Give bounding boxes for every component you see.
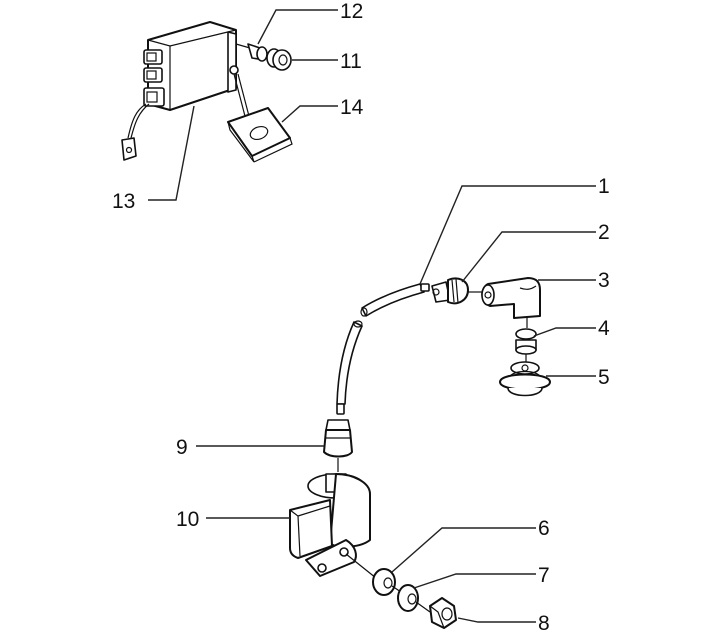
- part-spacer: [235, 43, 268, 62]
- callout-11: 11: [340, 50, 362, 73]
- part-cable-connector: [431, 277, 482, 305]
- leader-4: [533, 327, 596, 337]
- callout-7: 7: [538, 564, 550, 587]
- part-spark-plug-cap: [481, 277, 541, 328]
- part-spring-washer: [397, 584, 431, 613]
- part-coil-terminal-cap: [323, 419, 353, 472]
- callout-6: 6: [538, 517, 550, 540]
- callout-13: 13: [112, 190, 135, 213]
- callout-1: 1: [598, 175, 610, 198]
- leader-12: [257, 9, 338, 45]
- leader-lines: [148, 9, 596, 623]
- part-ignition-coil: [289, 473, 377, 579]
- leader-13: [148, 105, 195, 201]
- part-nut: [429, 597, 457, 629]
- leader-6: [391, 527, 536, 573]
- callout-8: 8: [538, 612, 550, 635]
- part-high-tension-cable: [336, 283, 430, 415]
- callout-9: 9: [176, 436, 188, 459]
- leader-7: [413, 573, 536, 589]
- callout-5: 5: [598, 366, 610, 389]
- leader-8: [457, 617, 536, 623]
- leader-2: [461, 231, 596, 283]
- callout-10: 10: [176, 508, 199, 531]
- callout-14: 14: [340, 96, 364, 119]
- callout-2: 2: [598, 221, 610, 244]
- part-cap-seal: [515, 328, 537, 364]
- callout-labels: 1 2 3 4 5 6 7 8 9 10 11 12 13 14: [112, 0, 610, 635]
- callout-4: 4: [598, 317, 610, 340]
- part-grommet: [266, 48, 292, 71]
- callout-12: 12: [340, 0, 363, 23]
- part-rubber-boot: [499, 361, 551, 397]
- leader-14: [281, 105, 338, 123]
- leader-1: [419, 185, 596, 285]
- part-control-unit: [121, 21, 239, 161]
- part-mounting-pad: [227, 73, 293, 163]
- callout-3: 3: [598, 269, 610, 292]
